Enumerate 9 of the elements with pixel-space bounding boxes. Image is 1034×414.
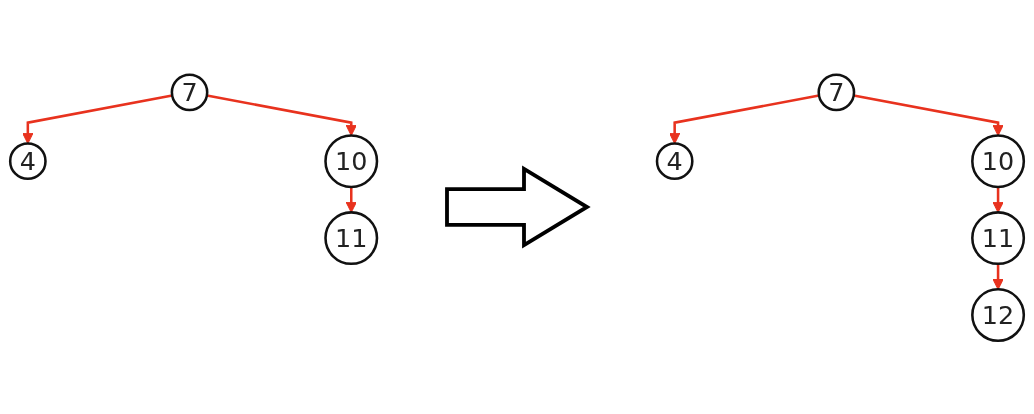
circle-node: 7 [817, 73, 856, 112]
circle-node: 12 [971, 288, 1026, 343]
circle-node: 11 [324, 211, 379, 266]
circle-node: 7 [170, 73, 209, 112]
circle-node: 10 [971, 134, 1026, 189]
circle-node: 10 [324, 134, 379, 189]
circle-node: 4 [8, 142, 47, 181]
circle-node: 11 [971, 211, 1026, 266]
circle-node: 4 [655, 142, 694, 181]
